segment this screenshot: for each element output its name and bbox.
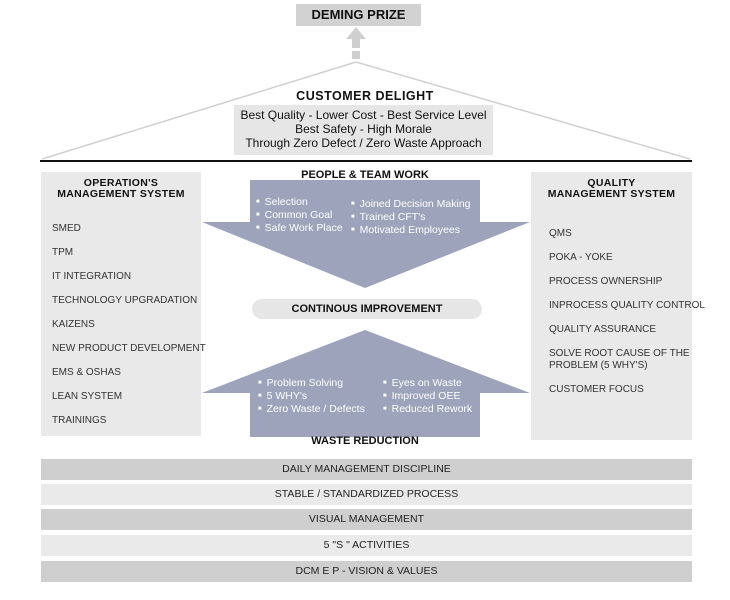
delight-line-3: Through Zero Defect / Zero Waste Approac… <box>245 136 482 150</box>
delight-line-1: Best Quality - Lower Cost - Best Service… <box>240 108 487 122</box>
left-item: NEW PRODUCT DEVELOPMENT <box>52 343 206 354</box>
waste-left-item: Zero Waste / Defects <box>258 403 365 415</box>
delight-line-2: Best Safety - High Morale <box>295 122 432 136</box>
left-pillar-title-2: MANAGEMENT SYSTEM <box>57 188 185 200</box>
right-item: PROCESS OWNERSHIP <box>549 276 663 287</box>
left-item: IT INTEGRATION <box>52 271 132 282</box>
right-item: SOLVE ROOT CAUSE OF THE <box>549 348 690 359</box>
waste-right-item: Improved OEE <box>383 390 461 402</box>
foundation-bar: 5 "S " ACTIVITIES <box>41 535 692 556</box>
right-item: CUSTOMER FOCUS <box>549 384 644 395</box>
customer-delight-box: Best Quality - Lower Cost - Best Service… <box>234 105 493 155</box>
left-item: SMED <box>52 223 81 234</box>
people-right-item: Trained CFT's <box>351 211 426 223</box>
left-item: KAIZENS <box>52 319 95 330</box>
customer-delight-title: CUSTOMER DELIGHT <box>296 89 434 103</box>
continuous-improvement-label: CONTINOUS IMPROVEMENT <box>252 299 482 319</box>
right-item: PROBLEM (5 WHY'S) <box>549 360 648 371</box>
left-item: TECHNOLOGY UPGRADATION <box>52 295 198 306</box>
waste-right-item: Reduced Rework <box>383 403 473 415</box>
left-item: TRAININGS <box>52 415 107 426</box>
foundation-bar: DAILY MANAGEMENT DISCIPLINE <box>41 459 692 480</box>
right-item: POKA - YOKE <box>549 252 613 263</box>
right-pillar-title-1: QUALITY <box>587 177 636 189</box>
foundation-bar: VISUAL MANAGEMENT <box>41 509 692 530</box>
waste-left-item: 5 WHY's <box>258 390 308 402</box>
people-left-item: Common Goal <box>256 209 333 221</box>
people-right-item: Joined Decision Making <box>351 198 471 210</box>
foundation-bar: DCM E P - VISION & VALUES <box>41 561 692 582</box>
up-arrow-shape <box>202 330 530 437</box>
people-team-title: PEOPLE & TEAM WORK <box>301 169 429 181</box>
people-left-item: Safe Work Place <box>256 222 343 234</box>
left-item: EMS & OSHAS <box>52 367 121 378</box>
right-item: QMS <box>549 228 572 239</box>
waste-reduction-title: WASTE REDUCTION <box>311 435 419 447</box>
right-item: QUALITY ASSURANCE <box>549 324 657 335</box>
up-arrow-icon <box>346 27 366 59</box>
right-pillar-title-2: MANAGEMENT SYSTEM <box>547 188 676 200</box>
waste-left-item: Problem Solving <box>258 377 343 389</box>
roof-right-line <box>355 61 691 160</box>
people-left-item: Selection <box>256 196 308 208</box>
left-item: TPM <box>52 247 74 258</box>
roof-left-line <box>41 61 357 160</box>
foundation-bar: STABLE / STANDARDIZED PROCESS <box>41 484 692 505</box>
right-item: INPROCESS QUALITY CONTROL <box>549 300 705 311</box>
people-right-item: Motivated Employees <box>351 224 460 236</box>
deming-prize-box: DEMING PRIZE <box>296 4 421 26</box>
waste-right-item: Eyes on Waste <box>383 377 462 389</box>
left-pillar: OPERATION'S MANAGEMENT SYSTEM SMED TPM I… <box>41 172 206 436</box>
left-item: LEAN SYSTEM <box>52 391 123 402</box>
left-pillar-title-1: OPERATION'S <box>83 177 159 189</box>
right-pillar: QUALITY MANAGEMENT SYSTEM QMS POKA - YOK… <box>531 172 705 440</box>
